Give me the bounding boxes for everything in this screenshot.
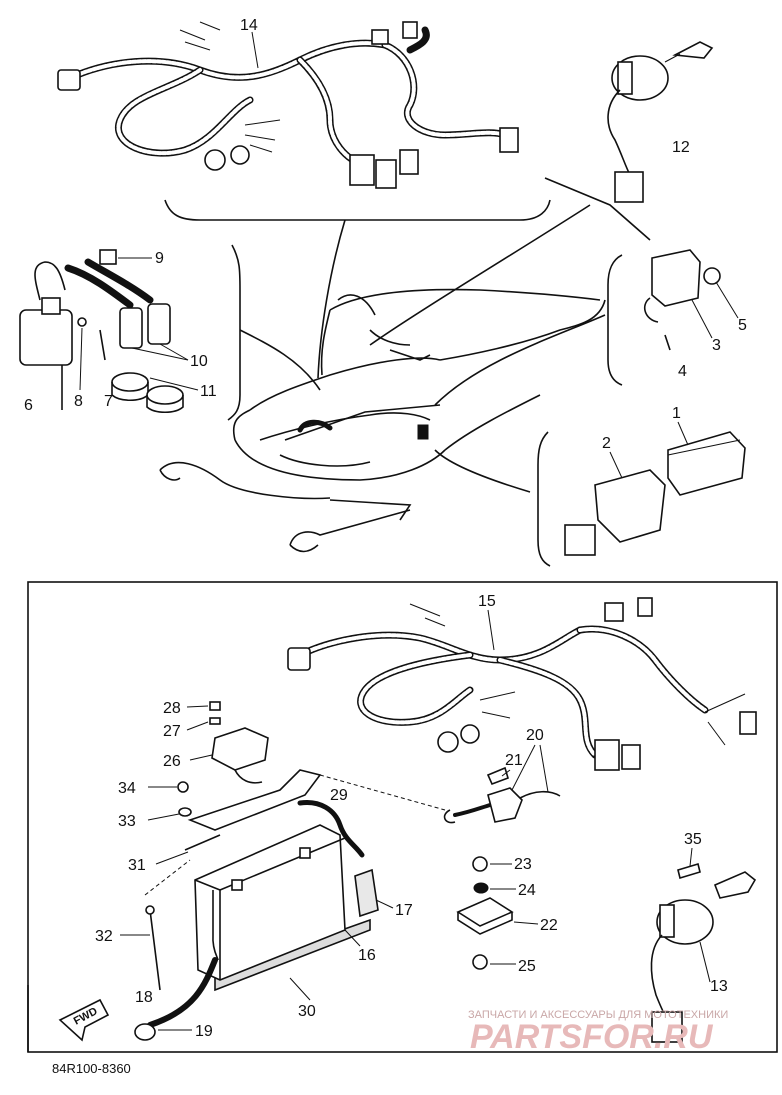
cdi-unit-3 bbox=[643, 249, 721, 351]
watermark-logo: PARTSFOR.RU bbox=[470, 1018, 714, 1056]
regulator-2 bbox=[564, 469, 666, 556]
callout-11: 11 bbox=[200, 383, 217, 400]
fwd-arrow: FWD bbox=[58, 998, 110, 1042]
grommets-11 bbox=[111, 372, 184, 414]
washer-33 bbox=[178, 807, 192, 817]
callout-17: 17 bbox=[395, 902, 413, 919]
callout-24: 24 bbox=[518, 882, 536, 899]
rectifier-1 bbox=[667, 431, 746, 496]
nut-25 bbox=[472, 954, 488, 970]
wire-harness-15 bbox=[287, 597, 757, 771]
callout-19: 19 bbox=[195, 1023, 213, 1040]
detail-frame bbox=[27, 581, 778, 1053]
main-switch-13 bbox=[650, 871, 757, 1043]
callout-35: 35 bbox=[684, 831, 702, 848]
washer-24 bbox=[473, 882, 489, 894]
callout-21: 21 bbox=[505, 752, 523, 769]
callout-25: 25 bbox=[518, 958, 536, 975]
callout-18: 18 bbox=[135, 989, 153, 1006]
breather-hose-18 bbox=[147, 957, 218, 1028]
callout-16: 16 bbox=[358, 947, 376, 964]
diagram-part-number: 84R100-8360 bbox=[52, 1061, 131, 1076]
rod-32 bbox=[149, 909, 161, 991]
pad-17 bbox=[354, 868, 379, 918]
callout-30: 30 bbox=[298, 1003, 316, 1020]
callout-27: 27 bbox=[163, 723, 181, 740]
callout-2: 2 bbox=[602, 435, 611, 452]
plug-caps-10 bbox=[64, 249, 171, 349]
washer-27 bbox=[209, 717, 221, 725]
callout-28: 28 bbox=[163, 700, 181, 717]
callout-3: 3 bbox=[712, 337, 721, 354]
switch-12 bbox=[607, 41, 714, 203]
cap-19 bbox=[134, 1023, 156, 1041]
callout-8: 8 bbox=[74, 393, 83, 410]
bolt-23 bbox=[472, 856, 488, 872]
nut-34 bbox=[177, 781, 189, 793]
snowmobile-body bbox=[159, 288, 606, 553]
callout-32: 32 bbox=[95, 928, 113, 945]
callout-12: 12 bbox=[672, 139, 690, 156]
callout-4: 4 bbox=[678, 363, 687, 380]
callout-20: 20 bbox=[526, 727, 544, 744]
battery-30 bbox=[194, 824, 371, 992]
watermark-tagline: ЗАПЧАСТИ И АКСЕССУАРЫ ДЛЯ МОТОТЕХНИКИ bbox=[468, 1009, 728, 1021]
bracket-22 bbox=[456, 897, 514, 927]
callout-34: 34 bbox=[118, 780, 136, 797]
callout-22: 22 bbox=[540, 917, 558, 934]
switch-20 bbox=[443, 766, 561, 824]
callout-33: 33 bbox=[118, 813, 136, 830]
callout-5: 5 bbox=[738, 317, 747, 334]
key-35 bbox=[677, 862, 701, 880]
callout-29: 29 bbox=[330, 787, 348, 804]
callout-13: 13 bbox=[710, 978, 728, 995]
callout-15: 15 bbox=[478, 593, 496, 610]
callout-23: 23 bbox=[514, 856, 532, 873]
callout-7: 7 bbox=[104, 393, 113, 410]
nut-28 bbox=[209, 701, 221, 711]
callout-26: 26 bbox=[163, 753, 181, 770]
callout-14: 14 bbox=[240, 17, 258, 34]
starter-relay-26 bbox=[211, 727, 269, 784]
callout-31: 31 bbox=[128, 857, 146, 874]
callout-9: 9 bbox=[155, 250, 164, 267]
wire-harness-14 bbox=[57, 21, 519, 189]
ignition-coil-6 bbox=[19, 261, 73, 410]
callout-10: 10 bbox=[190, 353, 208, 370]
callout-6: 6 bbox=[24, 397, 33, 414]
callout-1: 1 bbox=[672, 405, 681, 422]
